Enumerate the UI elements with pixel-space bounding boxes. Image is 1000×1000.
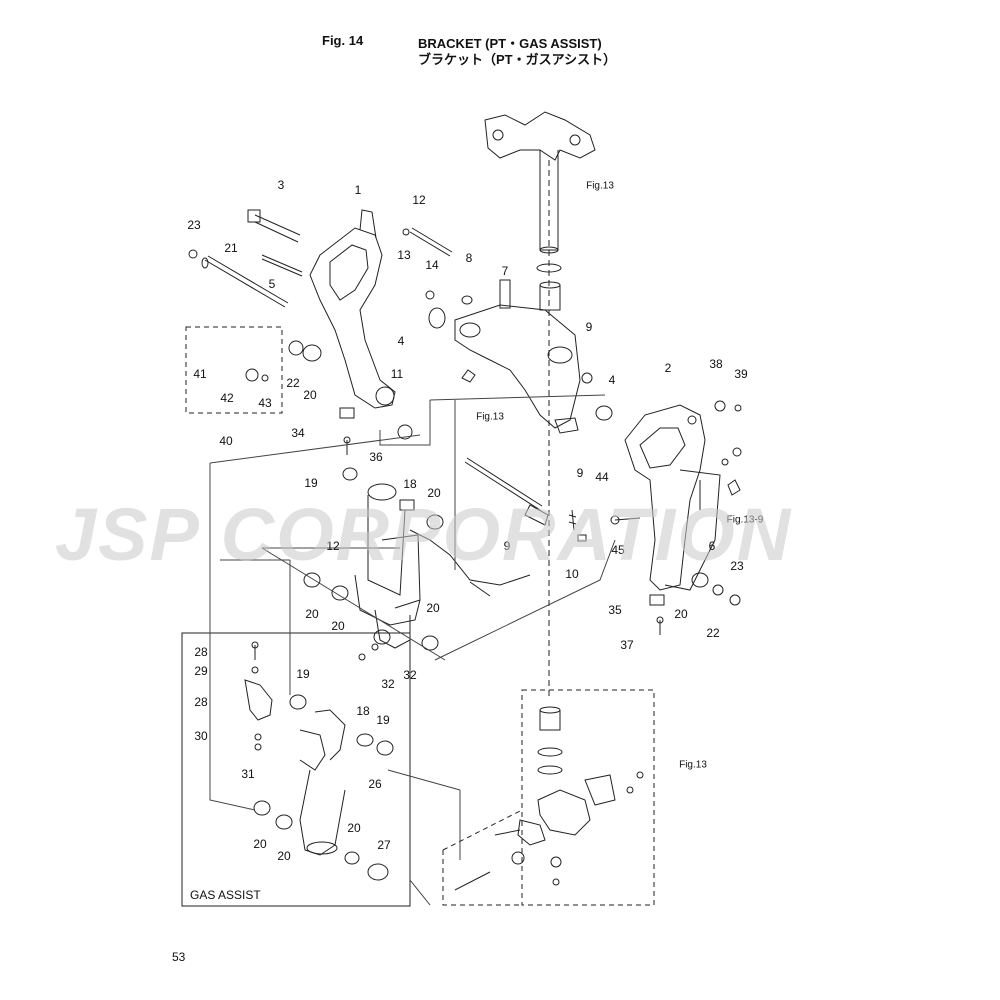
callout-15: 13 — [397, 248, 411, 262]
callout-32b: 35 — [608, 603, 622, 617]
callout-14: 12 — [412, 193, 426, 207]
callout-40: 44 — [595, 470, 609, 484]
callout-38: 42 — [220, 391, 234, 405]
bushings-illustration — [245, 290, 742, 661]
gas-assist-illustration — [244, 641, 394, 881]
callout-34: 38 — [709, 357, 723, 371]
clamp-bracket-left-illustration — [309, 209, 396, 409]
callout-35: 39 — [734, 367, 748, 381]
callout-27: 28 — [194, 645, 208, 659]
figure-title-english: BRACKET (PT・GAS ASSIST) — [418, 36, 602, 51]
callout-24: 26 — [368, 777, 382, 791]
callout-22: 22 — [286, 376, 300, 390]
callout-31: 32 — [381, 677, 395, 691]
trim-rod-illustration — [464, 457, 587, 542]
clamp-bracket-right-illustration — [624, 404, 721, 591]
callout-10: 9 — [503, 539, 511, 553]
callout-12: 11 — [390, 367, 404, 381]
callout-5: 5 — [268, 277, 276, 291]
fig13-ref-top[interactable]: Fig.13 — [586, 180, 614, 192]
callout-20b: 20 — [305, 607, 319, 621]
tilt-cylinder-illustration — [354, 483, 531, 649]
callout-2: 2 — [664, 361, 672, 375]
callout-19: 20 — [427, 486, 441, 500]
callout-22b: 22 — [706, 626, 720, 640]
callout-33: 36 — [369, 450, 383, 464]
page-number: 53 — [172, 950, 186, 964]
callout-21: 21 — [224, 241, 238, 255]
fig13-9-ref[interactable]: Fig.13-9 — [726, 514, 764, 526]
callout-37: 41 — [193, 367, 207, 381]
dashed-group-boxes — [185, 326, 655, 906]
callout-17b: 18 — [356, 704, 370, 718]
callout-8b: 9 — [585, 320, 593, 334]
callout-17: 18 — [403, 477, 417, 491]
callout-4b: 4 — [608, 373, 616, 387]
callout-11: 10 — [565, 567, 579, 581]
callout-36: 40 — [219, 434, 233, 448]
lower-steering-parts-illustration — [454, 706, 644, 891]
callout-20c: 20 — [426, 601, 440, 615]
callout-39: 43 — [258, 396, 272, 410]
callout-25: 27 — [377, 838, 391, 852]
callout-33b: 37 — [620, 638, 634, 652]
callout-1: 1 — [354, 183, 362, 197]
callout-4: 4 — [397, 334, 405, 348]
callout-6: 6 — [708, 539, 716, 553]
gas-assist-label: GAS ASSIST — [190, 888, 261, 902]
callout-20: 20 — [303, 388, 317, 402]
callout-20f: 20 — [347, 821, 361, 835]
figure-number: Fig. 14 — [322, 33, 364, 48]
swivel-bracket-illustration — [428, 279, 581, 434]
callout-41: 45 — [611, 543, 625, 557]
gas-assist-box — [181, 632, 411, 907]
callout-30: 32 — [403, 668, 417, 682]
callout-23b: 23 — [730, 559, 744, 573]
pins-illustration — [188, 209, 453, 308]
callout-19b: 19 — [296, 667, 310, 681]
fig13-ref-bottom[interactable]: Fig.13 — [679, 759, 707, 771]
callout-28b: 30 — [194, 729, 208, 743]
callout-18: 19 — [304, 476, 318, 490]
callout-20h: 20 — [277, 849, 291, 863]
callout-9: 9 — [576, 466, 584, 480]
steering-arm-illustration — [484, 111, 596, 700]
callout-3: 3 — [277, 178, 285, 192]
figure-title-japanese: ブラケット（PT・ガスアシスト） — [418, 52, 617, 67]
callout-20d: 20 — [674, 607, 688, 621]
callout-8: 8 — [465, 251, 473, 265]
callout-29: 31 — [241, 767, 255, 781]
callout-26: 28 — [194, 695, 208, 709]
callout-32: 34 — [291, 426, 305, 440]
callout-13: 12 — [326, 539, 340, 553]
fig13-ref-mid[interactable]: Fig.13 — [476, 411, 504, 423]
callout-16: 14 — [425, 258, 439, 272]
callout-28: 29 — [194, 664, 208, 678]
callout-20e: 20 — [331, 619, 345, 633]
callout-23: 23 — [187, 218, 201, 232]
callout-18b: 19 — [376, 713, 390, 727]
callout-7: 7 — [501, 264, 509, 278]
callout-20g: 20 — [253, 837, 267, 851]
